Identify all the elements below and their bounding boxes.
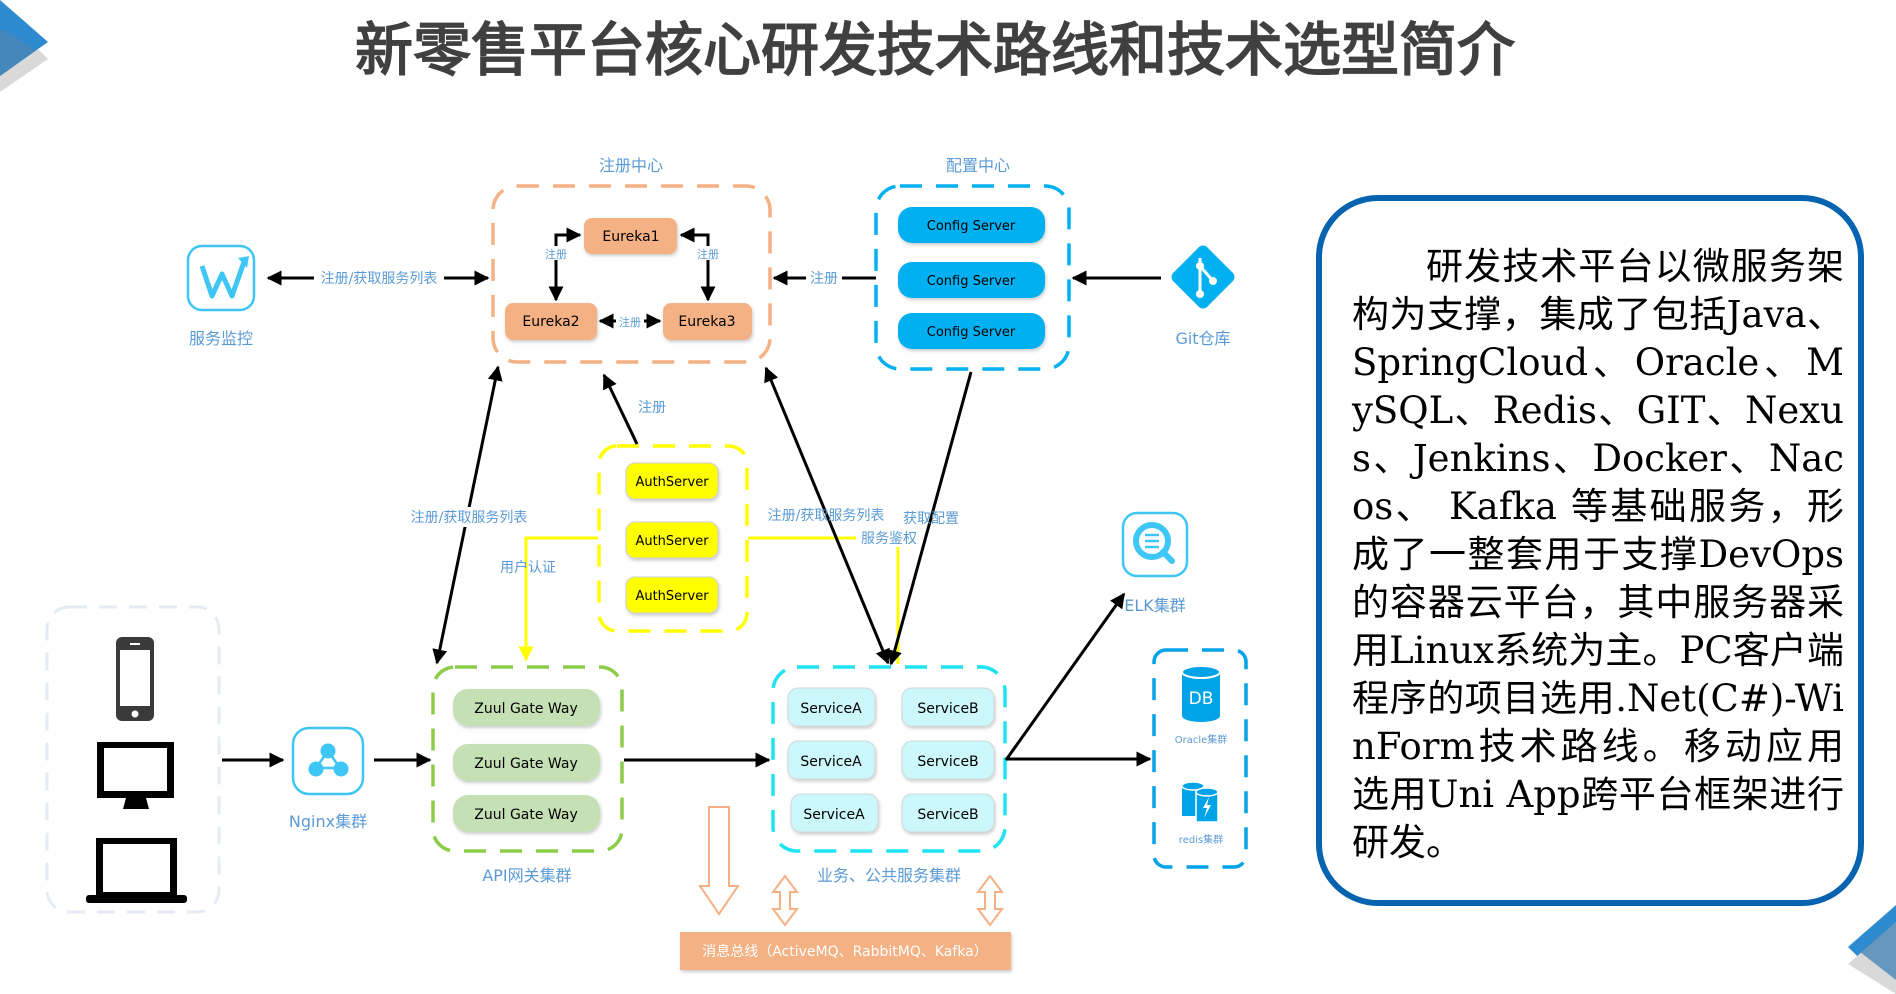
elk-search-icon (1121, 511, 1189, 578)
arrow-user-auth (518, 536, 598, 662)
edge-label: 注册/获取服务列表 (768, 508, 885, 524)
git-label: Git仓库 (1175, 329, 1230, 348)
svg-text:ServiceB: ServiceB (917, 807, 978, 823)
arrow-services-registry (764, 366, 890, 665)
arrow-auth-to-registry (602, 373, 639, 445)
edge-label: 注册/获取服务列表 (321, 271, 438, 287)
svg-text:ServiceB: ServiceB (917, 754, 978, 770)
config-group (874, 184, 1071, 371)
bus-bidirectional-arrow (976, 874, 1004, 927)
edge-label: 注册 (697, 247, 719, 261)
gateway-node: Zuul Gate Way (453, 744, 600, 781)
edge-label: 注册 (638, 400, 666, 416)
bus-bidirectional-arrow (771, 874, 799, 927)
svg-text:DB: DB (1189, 689, 1214, 709)
svg-text:ServiceA: ServiceA (800, 754, 862, 770)
gateway-node: Zuul Gate Way (453, 795, 600, 832)
registry-title: 注册中心 (599, 156, 663, 175)
page-title: 新零售平台核心研发技术路线和技术选型简介 (355, 16, 1516, 84)
monitor-label: 服务监控 (189, 329, 253, 348)
gateway-node: Zuul Gate Way (453, 689, 600, 726)
svg-text:ServiceA: ServiceA (803, 807, 865, 823)
svg-text:Zuul Gate Way: Zuul Gate Way (474, 807, 577, 823)
auth-group (597, 444, 749, 633)
svg-text:Config Server: Config Server (927, 219, 1016, 234)
svg-text:Zuul Gate Way: Zuul Gate Way (474, 701, 577, 717)
corner-decoration-top-left (0, 0, 48, 92)
laptop-icon (86, 838, 187, 903)
svg-text:Config Server: Config Server (927, 325, 1016, 340)
arrow-config-to-services (887, 371, 973, 666)
edge-label: 获取配置 (903, 511, 959, 527)
description-text: 研发技术平台以微服务架构为支撑，集成了包括Java、SpringCloud、Or… (1352, 245, 1844, 864)
description-panel (1316, 195, 1864, 906)
arrow-eureka1-eureka2 (548, 227, 582, 302)
svg-text:Config Server: Config Server (927, 274, 1016, 289)
mobile-phone-icon (116, 637, 154, 721)
redis-cache-icon (1181, 781, 1219, 823)
gateway-title: API网关集群 (482, 866, 571, 885)
clients-group (45, 605, 221, 914)
message-bus-label: 消息总线（ActiveMQ、RabbitMQ、Kafka） (702, 943, 988, 960)
edge-label: 用户认证 (500, 559, 556, 576)
service-node: ServiceA (787, 740, 876, 780)
corner-decoration-bottom-right (1848, 905, 1896, 994)
edge-label: 注册 (810, 271, 838, 287)
config-server-node: Config Server (898, 313, 1045, 349)
nginx-label: Nginx集群 (289, 812, 367, 831)
git-icon (1171, 245, 1235, 309)
arrow-services-to-elk (1004, 592, 1126, 761)
services-title: 业务、公共服务集群 (817, 866, 961, 885)
eureka-node: Eureka3 (663, 303, 752, 340)
svg-text:AuthServer: AuthServer (635, 534, 709, 549)
svg-text:AuthServer: AuthServer (635, 589, 709, 604)
svg-text:ServiceA: ServiceA (800, 701, 862, 717)
service-node: ServiceA (790, 793, 879, 833)
elk-label: ELK集群 (1124, 596, 1186, 615)
svg-text:ServiceB: ServiceB (917, 701, 978, 717)
storage-group (1152, 648, 1248, 869)
eureka-node: Eureka1 (584, 218, 677, 254)
eureka-node: Eureka2 (505, 303, 597, 340)
gateway-group (431, 665, 624, 853)
svg-text:Eureka2: Eureka2 (522, 314, 579, 330)
bus-down-arrow (698, 806, 740, 916)
line-service-auth (748, 536, 900, 664)
auth-server-node: AuthServer (625, 521, 719, 559)
desktop-monitor-icon (97, 742, 174, 809)
svg-text:Eureka1: Eureka1 (602, 229, 659, 245)
monitor-chart-icon (186, 244, 256, 312)
service-node: ServiceB (901, 740, 995, 780)
service-node: ServiceA (787, 687, 876, 727)
edge-label: 注册/获取服务列表 (411, 510, 528, 526)
arrow-eureka1-eureka3 (679, 227, 716, 302)
oracle-label: Oracle集群 (1175, 733, 1228, 746)
svg-text:Eureka3: Eureka3 (678, 314, 735, 330)
service-node: ServiceB (901, 793, 995, 833)
message-bus (680, 932, 1011, 970)
config-server-node: Config Server (898, 207, 1045, 243)
edge-label: 注册 (545, 247, 567, 261)
svg-text:Zuul Gate Way: Zuul Gate Way (474, 756, 577, 772)
database-icon: DB (1181, 665, 1221, 722)
service-node: ServiceB (901, 687, 995, 727)
auth-server-node: AuthServer (625, 576, 719, 614)
edge-label: 注册 (619, 315, 641, 329)
edge-label: 服务鉴权 (861, 531, 917, 547)
config-title: 配置中心 (946, 156, 1010, 175)
svg-text:AuthServer: AuthServer (635, 475, 709, 490)
auth-server-node: AuthServer (625, 462, 719, 500)
redis-label: redis集群 (1179, 833, 1223, 846)
nginx-cluster-icon (291, 726, 365, 796)
config-server-node: Config Server (898, 262, 1045, 298)
registry-group (491, 184, 772, 364)
